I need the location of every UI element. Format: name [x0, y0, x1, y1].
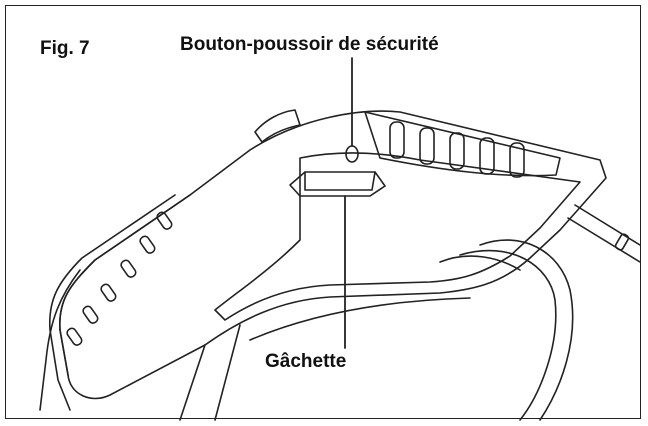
left-grip-lower-edge [39, 269, 81, 411]
trigger-face [304, 171, 376, 191]
cable-3 [439, 255, 521, 271]
upper-grip-pad [364, 111, 561, 177]
cable-1 [479, 239, 574, 421]
figure-frame [5, 5, 641, 419]
lower-body-edge-2 [214, 324, 241, 421]
callout-safety-button: Bouton-poussoir de sécurité [180, 34, 439, 55]
shaft-ring [614, 233, 630, 251]
upper-grip-ribs [389, 121, 525, 178]
cable-2 [459, 249, 557, 421]
shaft [574, 204, 641, 246]
figure-label: Fig. 7 [40, 38, 90, 59]
safety-button [345, 145, 359, 163]
lower-body-edge [179, 344, 206, 421]
callout-trigger: Gâchette [265, 351, 347, 372]
left-grip-ribs [66, 211, 173, 346]
lower-body [249, 297, 471, 341]
top-ridge [254, 109, 301, 143]
left-grip-outline [59, 194, 191, 376]
shaft-lower [567, 217, 641, 263]
left-grip-inner [48, 194, 176, 411]
handle-recess [214, 152, 581, 321]
